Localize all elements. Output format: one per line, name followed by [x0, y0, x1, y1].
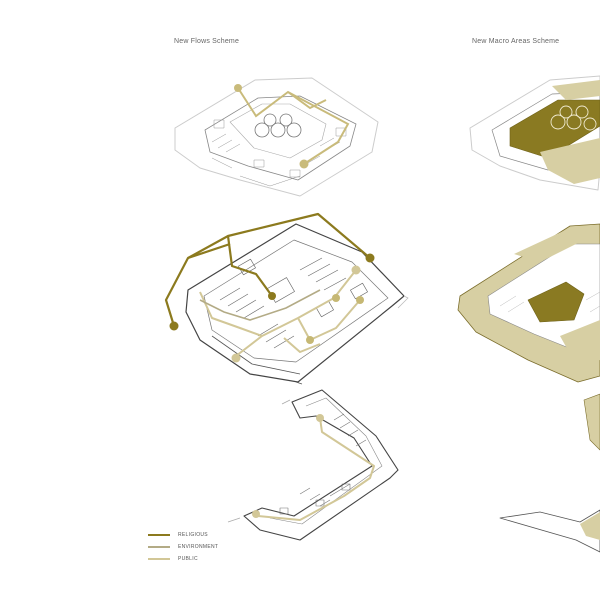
- legend-label: PUBLIC: [178, 555, 198, 562]
- route-node: [252, 510, 260, 518]
- legend-label: RELIGIOUS: [178, 531, 208, 538]
- legend-item-environment: ENVIRONMENT: [148, 541, 218, 552]
- legend-item-religious: RELIGIOUS: [148, 529, 218, 540]
- legend: RELIGIOUS ENVIRONMENT PUBLIC: [148, 529, 218, 565]
- macro-areas-scheme-title: New Macro Areas Scheme: [472, 38, 560, 45]
- route-node: [231, 353, 241, 363]
- environment-flow: [199, 289, 321, 321]
- macro-middle-plan: [457, 223, 600, 383]
- route-node: [316, 414, 324, 422]
- legend-item-public: PUBLIC: [148, 553, 218, 564]
- route-node: [169, 321, 179, 331]
- route-node: [299, 159, 309, 169]
- flows-middle-plan: [185, 223, 409, 385]
- bottom-public-flow: [257, 417, 375, 521]
- legend-swatch: [148, 557, 170, 560]
- flows-top-route: [237, 87, 350, 165]
- macro-bottom-plan: [499, 393, 600, 553]
- flows-top-plan: [174, 77, 379, 197]
- route-node: [306, 336, 314, 344]
- route-node: [268, 292, 276, 300]
- legend-swatch: [148, 545, 170, 548]
- legend-label: ENVIRONMENT: [178, 543, 219, 550]
- route-node: [356, 296, 364, 304]
- route-node: [332, 294, 340, 302]
- public-flow: [199, 269, 361, 357]
- religious-flow: [164, 212, 371, 327]
- route-node: [365, 253, 375, 263]
- route-node: [351, 265, 361, 275]
- flows-bottom-plan: [227, 389, 399, 541]
- legend-swatch: [148, 533, 170, 536]
- flows-scheme-title: New Flows Scheme: [174, 38, 240, 45]
- macro-top-plan: [469, 75, 600, 191]
- route-node: [234, 84, 242, 92]
